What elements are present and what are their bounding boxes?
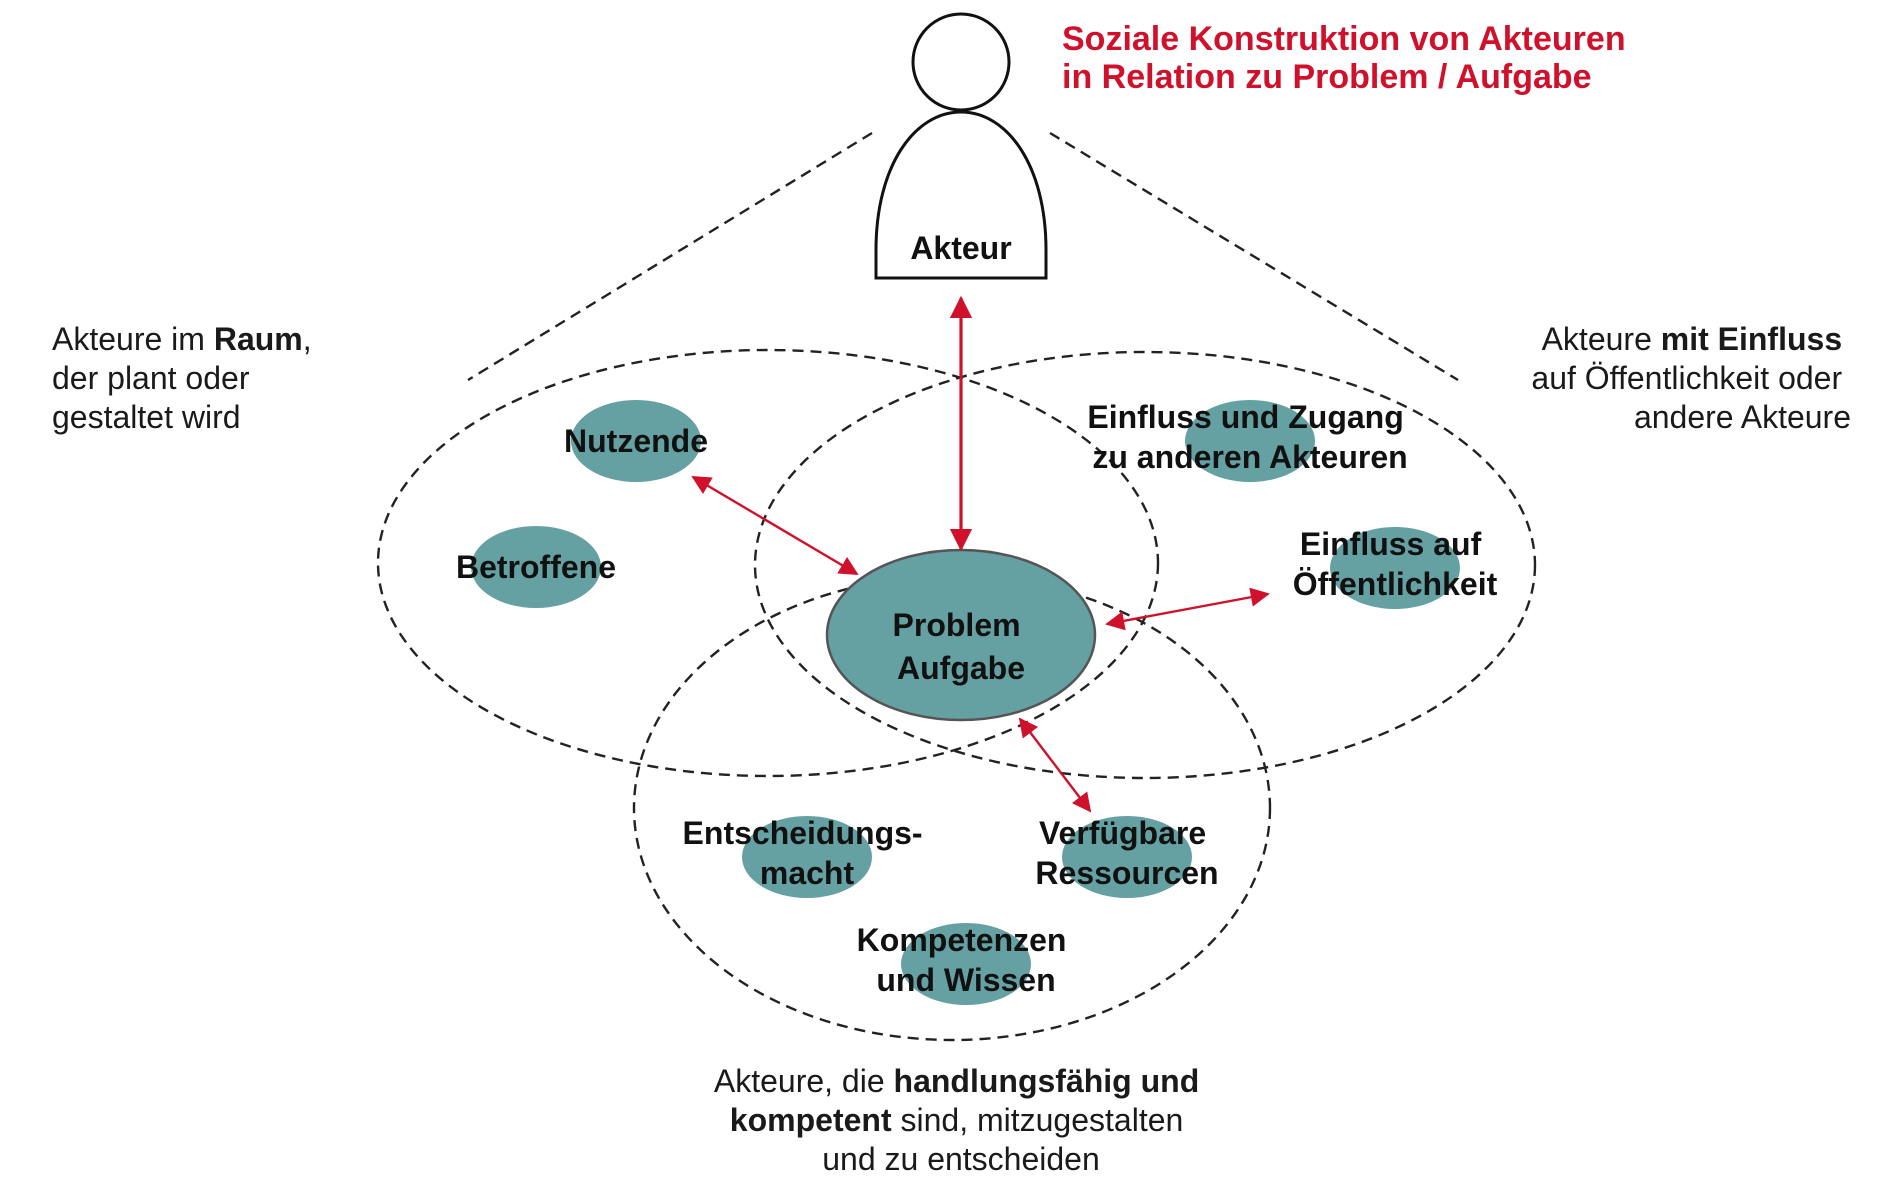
node-einfluss-zugang-label: Einfluss und Zugang zu anderen Akteuren (1087, 399, 1412, 475)
node-betroffene-ellipse (471, 526, 601, 608)
node-nutzende-ellipse (571, 400, 701, 482)
node-kompetenzen-ellipse (901, 923, 1031, 1005)
center-problem-label: Problem Aufgabe (893, 607, 1030, 686)
node-betroffene-label: Betroffene (456, 549, 616, 585)
node-einfluss-oeffentlichkeit-label: Einfluss auf Öffentlichkeit (1293, 526, 1498, 602)
entscheidungsmacht-line-1: Entscheidungs- (683, 815, 923, 851)
caption-einfluss-pre: Akteure (1542, 321, 1661, 357)
kompetenzen-line-2: und Wissen (876, 962, 1055, 998)
cone-line-left (467, 131, 873, 382)
caption-handlung: Akteure, die handlungsfähig und kompeten… (714, 1063, 1208, 1177)
set-einfluss-ellipse (753, 350, 1537, 780)
actor-body-icon (874, 110, 1048, 280)
caption-raum: Akteure im Raum, der plant oder gestalte… (52, 321, 321, 435)
caption-handlung-pre: Akteure, die (714, 1063, 894, 1099)
center-line-2: Aufgabe (897, 650, 1025, 686)
caption-einfluss-line-2: auf Öffentlichkeit oder (1531, 360, 1842, 396)
caption-raum-bold: Raum (214, 321, 303, 357)
set-raum-ellipse (376, 348, 1160, 778)
title-line-1: Soziale Konstruktion von Akteuren (1062, 20, 1626, 58)
caption-einfluss: Akteure mit Einfluss auf Öffentlichkeit … (1531, 321, 1851, 435)
ressourcen-line-1: Verfügbare (1039, 815, 1206, 851)
ressourcen-line-2: Ressourcen (1035, 855, 1218, 891)
arrow-problem-oeffentlichkeit (1105, 587, 1270, 631)
node-nutzende-label: Nutzende (564, 423, 708, 459)
caption-raum-line-2: der plant oder (52, 360, 250, 396)
actor-head-icon (911, 12, 1011, 112)
node-einfluss-zugang-ellipse (1185, 400, 1315, 482)
caption-handlung-bold: handlungsfähig und (894, 1063, 1200, 1099)
cone-line-right (1049, 131, 1459, 382)
kompetenzen-line-1: Kompetenzen (857, 922, 1067, 958)
title-line-2: in Relation zu Problem / Aufgabe (1062, 58, 1592, 96)
caption-einfluss-bold: mit Einfluss (1661, 321, 1842, 357)
caption-raum-pre: Akteure im (52, 321, 214, 357)
einfluss-zugang-line-2: zu anderen Akteuren (1092, 439, 1407, 475)
node-entscheidungsmacht-ellipse (742, 816, 872, 898)
caption-raum-post: , (303, 321, 312, 357)
caption-einfluss-line-3: andere Akteure (1634, 399, 1851, 435)
arrow-problem-ressourcen (1018, 717, 1092, 813)
node-kompetenzen-label: Kompetenzen und Wissen (857, 922, 1076, 998)
diagram-title: Soziale Konstruktion von Akteuren in Rel… (1062, 20, 1635, 96)
caption-handlung-line-2-bold: kompetent (730, 1102, 892, 1138)
center-line-1: Problem (893, 607, 1021, 643)
caption-handlung-line-2-post: sind, mitzugestalten (892, 1102, 1184, 1138)
node-einfluss-oeffentlichkeit-ellipse (1330, 527, 1460, 609)
caption-raum-line-3: gestaltet wird (52, 399, 241, 435)
einfluss-oeffentlichkeit-line-1: Einfluss auf (1300, 526, 1482, 562)
entscheidungsmacht-line-2: macht (760, 855, 855, 891)
arrow-nutzende-problem (691, 475, 859, 576)
einfluss-oeffentlichkeit-line-2: Öffentlichkeit (1293, 566, 1498, 602)
actor-figure-icon (874, 12, 1048, 280)
node-ressourcen-label: Verfügbare Ressourcen (1035, 815, 1218, 891)
node-ressourcen-ellipse (1062, 816, 1192, 898)
caption-handlung-line-3: und zu entscheiden (822, 1141, 1100, 1177)
actor-label: Akteur (910, 230, 1011, 266)
node-entscheidungsmacht-label: Entscheidungs- macht (683, 815, 932, 891)
einfluss-zugang-line-1: Einfluss und Zugang (1087, 399, 1403, 435)
